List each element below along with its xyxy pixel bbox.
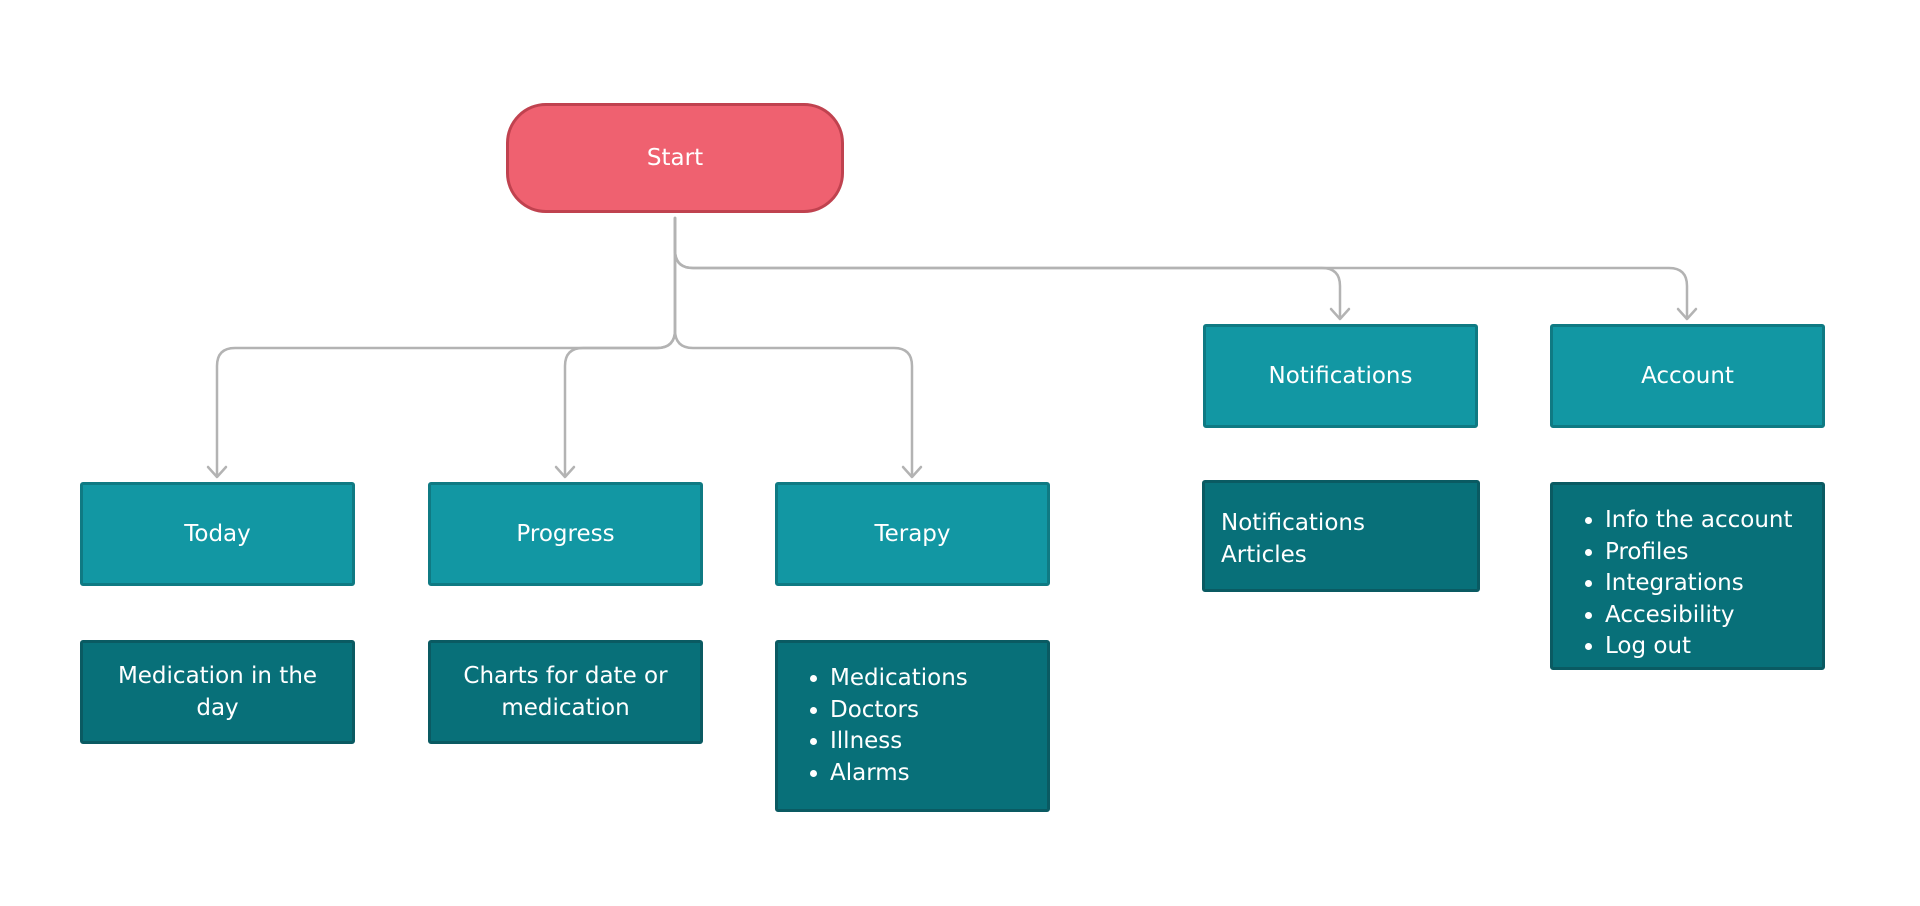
start-label: Start <box>646 145 704 171</box>
detail-notifications-line: Notifications <box>1221 510 1365 536</box>
section-today[interactable]: Today <box>80 482 355 586</box>
arrowhead-today <box>206 465 228 479</box>
list-item: Log out <box>1605 631 1806 663</box>
arrowhead-terapy <box>901 465 923 479</box>
section-notifications-label: Notifications <box>1268 363 1413 389</box>
detail-today: Medication in the day <box>80 640 355 744</box>
arrowhead-progress <box>554 465 576 479</box>
arrowhead-notifications <box>1329 307 1351 321</box>
list-item: Info the account <box>1605 505 1806 537</box>
edge-start-progress <box>563 216 677 478</box>
detail-today-text: Medication in the day <box>117 663 318 721</box>
list-item: Profiles <box>1605 537 1806 569</box>
detail-account: Info the account Profiles Integrations A… <box>1550 482 1825 670</box>
edge-start-terapy <box>673 216 914 478</box>
detail-notifications: Notifications Articles <box>1202 480 1480 592</box>
section-notifications[interactable]: Notifications <box>1203 324 1478 428</box>
list-item: Medications <box>830 663 1031 695</box>
terapy-item-list: Medications Doctors Illness Alarms <box>794 663 1031 789</box>
section-progress-label: Progress <box>516 521 615 547</box>
section-progress[interactable]: Progress <box>428 482 703 586</box>
list-item: Doctors <box>830 695 1031 727</box>
list-item: Illness <box>830 726 1031 758</box>
detail-notifications-line: Articles <box>1221 542 1307 568</box>
section-terapy[interactable]: Terapy <box>775 482 1050 586</box>
detail-terapy: Medications Doctors Illness Alarms <box>775 640 1050 812</box>
section-account[interactable]: Account <box>1550 324 1825 428</box>
list-item: Integrations <box>1605 568 1806 600</box>
detail-progress: Charts for date or medication <box>428 640 703 744</box>
list-item: Accesibility <box>1605 600 1806 632</box>
detail-progress-text: Charts for date or medication <box>463 663 668 721</box>
account-item-list: Info the account Profiles Integrations A… <box>1569 505 1806 663</box>
edge-start-account <box>673 216 1689 320</box>
arrowhead-account <box>1676 307 1698 321</box>
section-account-label: Account <box>1641 363 1734 389</box>
start-node[interactable]: Start <box>506 103 844 213</box>
list-item: Alarms <box>830 758 1031 790</box>
section-terapy-label: Terapy <box>874 521 951 547</box>
section-today-label: Today <box>184 521 251 547</box>
